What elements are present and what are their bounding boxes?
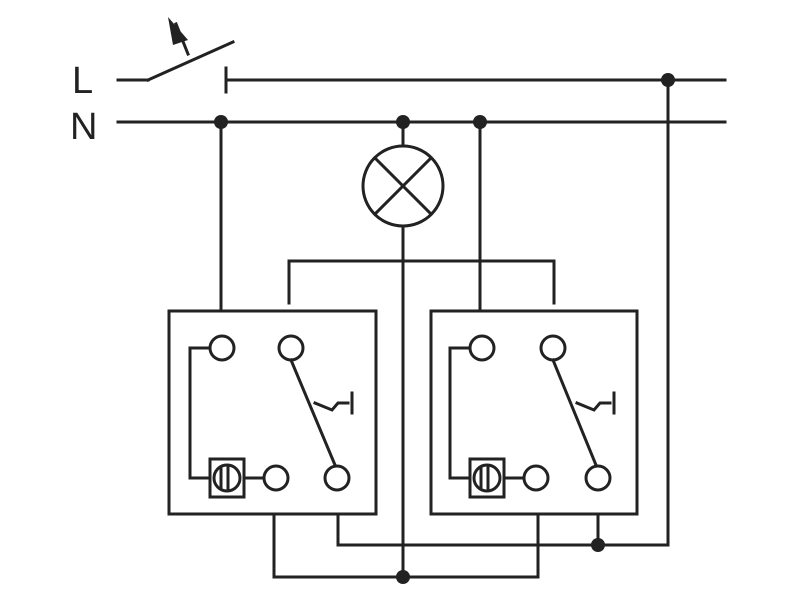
switch-arrow-icon bbox=[168, 17, 190, 56]
wire-bottom-line-loop bbox=[336, 512, 670, 547]
neutral-label: N bbox=[70, 106, 97, 148]
junction-dot bbox=[396, 570, 410, 584]
junction-dot bbox=[396, 115, 410, 129]
wire-top-bridge bbox=[287, 259, 556, 305]
junction-dot bbox=[473, 115, 487, 129]
line-label: L bbox=[72, 60, 93, 102]
line-rail bbox=[116, 40, 727, 94]
junction-dot bbox=[214, 115, 228, 129]
junction-dot bbox=[591, 538, 605, 552]
switch-unit-left bbox=[167, 309, 378, 516]
switch-unit-right bbox=[429, 309, 639, 516]
junction-dot bbox=[661, 73, 675, 87]
main-switch-blade bbox=[146, 40, 235, 82]
